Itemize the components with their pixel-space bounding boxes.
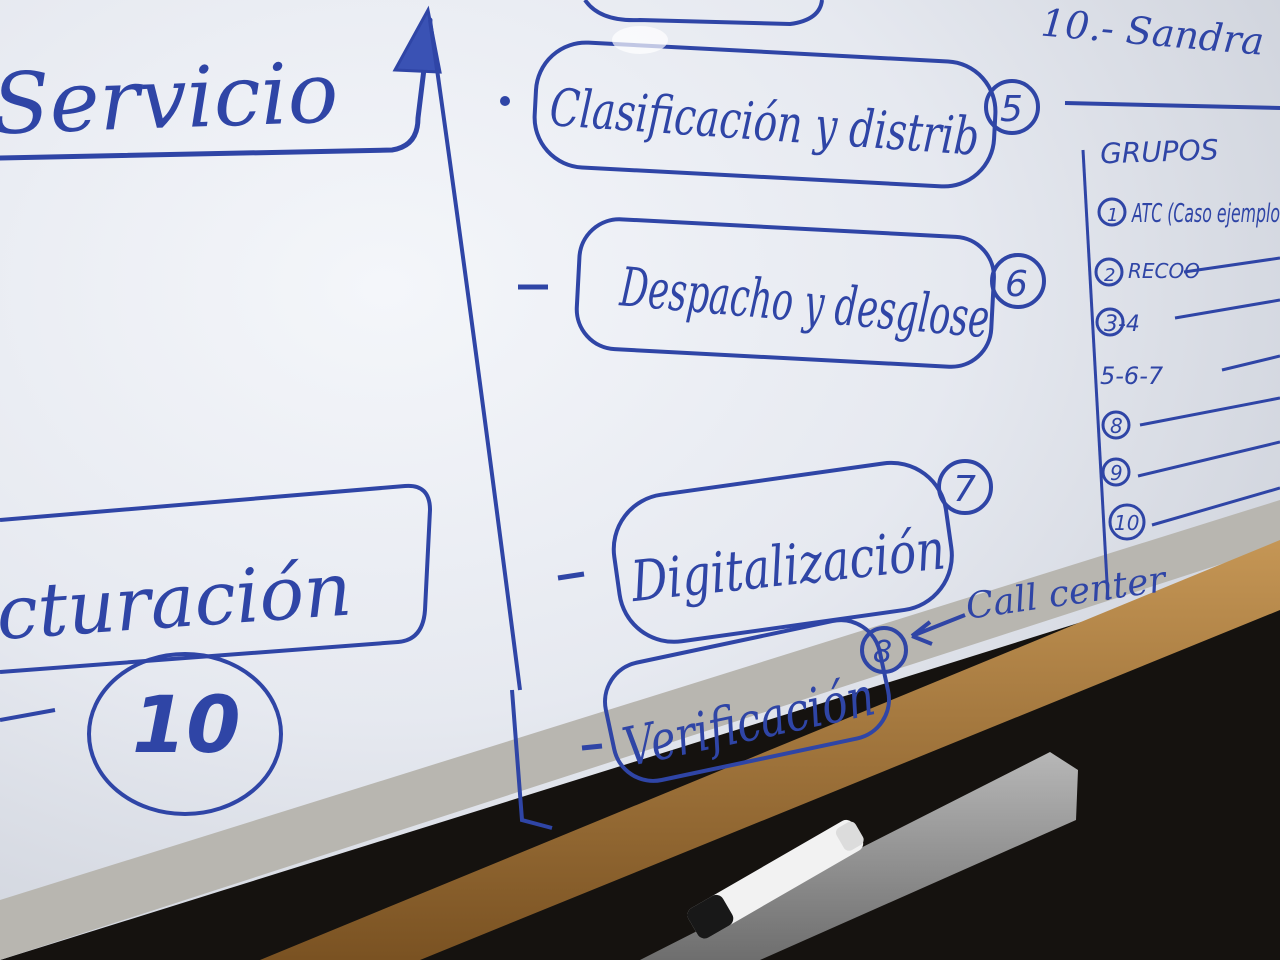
bullet-7 — [557, 571, 585, 581]
group-1-index: 1 — [1107, 205, 1118, 226]
group-4-text: 5-6-7 — [1100, 362, 1164, 390]
item-8-number: 8 — [873, 635, 892, 670]
call-center-arrow-icon — [910, 613, 966, 646]
group-4-line — [1221, 354, 1280, 372]
previous-item-box — [583, 0, 824, 27]
group-7-circle — [1108, 503, 1146, 541]
group-5-circle — [1101, 410, 1131, 440]
group-3-line — [1174, 298, 1280, 320]
facturacion-link-line — [0, 708, 56, 722]
bullet-8 — [581, 743, 603, 751]
item-5-number: 5 — [1000, 89, 1023, 130]
item-6-number-circle — [990, 253, 1046, 309]
item-7-label: Digitalización — [627, 517, 948, 615]
facturacion-number: 10 — [132, 681, 241, 771]
servicio-box — [0, 5, 442, 161]
flow-arrow-line — [428, 19, 522, 691]
item-5-number-circle — [984, 79, 1040, 135]
item-6-label: Despacho y desglose — [617, 255, 992, 350]
facturacion-box — [0, 483, 433, 674]
group-6-text: 9 — [1110, 461, 1123, 485]
servicio-label: Servicio — [0, 43, 340, 153]
facturacion-label: cturación — [0, 547, 354, 658]
group-3-text: 3-4 — [1104, 312, 1140, 337]
item-7-box — [611, 460, 954, 644]
group-2-circle — [1094, 257, 1124, 287]
item-5-label: Clasificación y distrib — [548, 78, 981, 168]
groups-list: 1 ATC (Caso ejemplo 2 RECOO 3-4 5-6-7 8 … — [1094, 197, 1280, 541]
group-5-text: 8 — [1110, 414, 1123, 438]
item-6-number: 6 — [1005, 264, 1028, 305]
wooden-frame — [260, 540, 1280, 960]
groups-divider — [1081, 149, 1110, 601]
item-7-number: 7 — [953, 469, 976, 510]
group-6-line — [1137, 440, 1280, 478]
group-2-line — [1183, 256, 1280, 274]
item-6-box — [574, 217, 996, 369]
marker-icon — [687, 819, 864, 939]
group-5-line — [1139, 396, 1280, 427]
bracket-line — [510, 689, 553, 830]
group-1-text: ATC (Caso ejemplo — [1131, 199, 1280, 229]
light-glare — [612, 26, 668, 54]
group-6-circle — [1101, 457, 1131, 487]
item-7-number-circle — [937, 459, 993, 515]
groups-header: GRUPOS — [1100, 133, 1219, 170]
group-7-text: 10 — [1114, 511, 1139, 535]
group-7-line — [1151, 486, 1280, 527]
group-2-index: 2 — [1104, 265, 1115, 286]
group-3-circle — [1095, 307, 1125, 337]
item-8-number-circle — [860, 626, 908, 674]
item-5-line — [1064, 101, 1280, 110]
bullet-5 — [500, 96, 510, 106]
top-note: 10.- Sandra — [1039, 1, 1266, 64]
facturacion-number-circle — [87, 652, 283, 816]
group-1-circle — [1097, 197, 1127, 227]
